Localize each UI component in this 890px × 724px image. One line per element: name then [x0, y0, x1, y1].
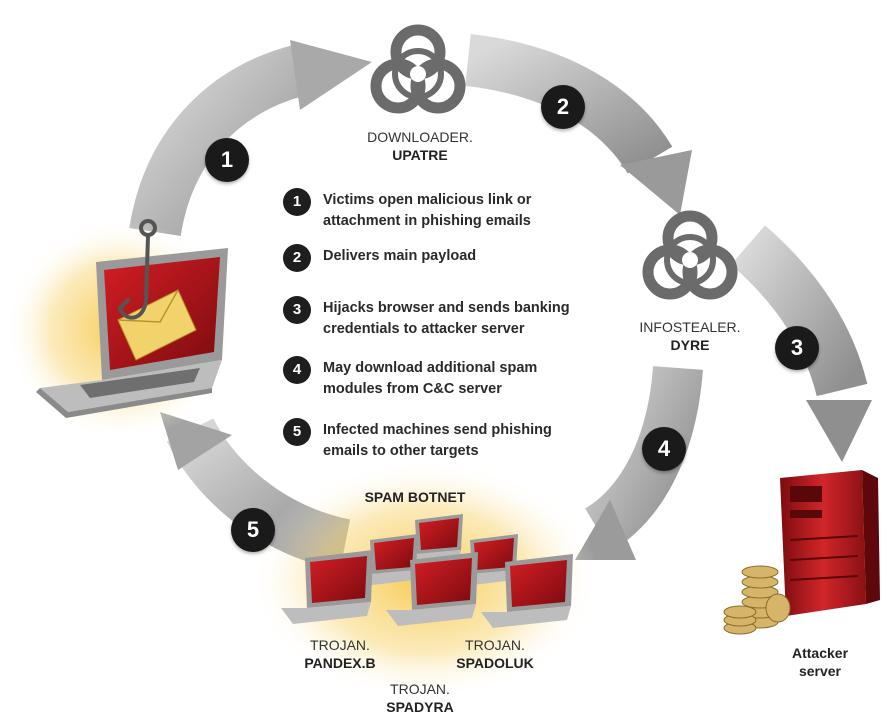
- step-text: Delivers main payload: [323, 248, 477, 264]
- coin-stack-icon: [723, 565, 791, 635]
- arrow-3: [730, 225, 872, 462]
- step-item-5: 5 Infected machines send phishing emails…: [283, 418, 593, 462]
- biohazard-icon: [370, 24, 466, 114]
- spam-botnet-title: SPAM BOTNET: [364, 489, 466, 505]
- infostealer-label: INFOSTEALER. DYRE: [639, 319, 741, 353]
- step-number: 3: [283, 296, 311, 324]
- botnet-laptops-icon: [281, 514, 573, 628]
- step-item-3: 3 Hijacks browser and sends banking cred…: [283, 296, 593, 340]
- step-text: May download additional spam modules fro…: [323, 360, 538, 397]
- fishing-hook-icon: [117, 219, 157, 320]
- arrow-badge-1: 1: [205, 138, 249, 182]
- envelope-icon: [117, 289, 197, 361]
- downloader-label: DOWNLOADER. UPATRE: [367, 129, 473, 163]
- step-text: Hijacks browser and sends banking creden…: [323, 300, 570, 337]
- trojan-spadoluk-label: TROJAN. SPADOLUK: [456, 637, 534, 671]
- arrow-badge-4: 4: [642, 427, 686, 471]
- step-text: Victims open malicious link or attachmen…: [323, 192, 532, 229]
- arrow-2: [464, 34, 692, 215]
- step-text: Infected machines send phishing emails t…: [323, 422, 552, 459]
- step-number: 5: [283, 418, 311, 446]
- step-number: 2: [283, 244, 311, 272]
- server-tower-icon: [780, 470, 880, 616]
- arrow-badge-2: 2: [541, 85, 585, 129]
- arrow-badge-3: 3: [775, 326, 819, 370]
- step-item-2: 2 Delivers main payload: [283, 244, 593, 272]
- trojan-spadyra-label: TROJAN. SPADYRA: [386, 681, 454, 715]
- step-item-1: 1 Victims open malicious link or attachm…: [283, 188, 593, 232]
- step-item-4: 4 May download additional spam modules f…: [283, 356, 593, 400]
- trojan-pandex-label: TROJAN. PANDEX.B: [304, 637, 376, 671]
- step-number: 1: [283, 188, 311, 216]
- attacker-server-label: Attacker server: [791, 645, 849, 679]
- step-number: 4: [283, 356, 311, 384]
- arrow-1: [129, 40, 372, 237]
- biohazard-icon: [642, 210, 738, 300]
- arrow-badge-5: 5: [231, 508, 275, 552]
